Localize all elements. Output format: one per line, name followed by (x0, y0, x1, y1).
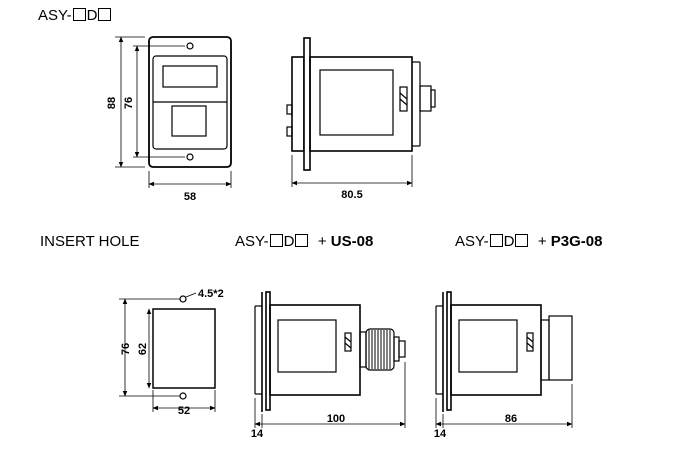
dim-hole-height-inner: 62 (137, 343, 149, 355)
hole-circle-icon (179, 295, 187, 303)
dim-front-height-inner: 76 (123, 97, 135, 109)
dim-p3g08-panel: 14 (434, 428, 447, 440)
mounting-hole-icon (186, 42, 194, 50)
dim-us08-depth: 100 (327, 413, 345, 425)
dim-p3g08-depth: 86 (505, 413, 517, 425)
mounting-hole-icon (186, 153, 194, 161)
hole-circle-icon (179, 392, 187, 400)
side-view (286, 37, 436, 187)
dim-front-width: 58 (184, 191, 196, 203)
title-model-front-side: ASY-D (38, 7, 112, 24)
us08-assembly-view (254, 291, 406, 428)
blank-box-icon (72, 8, 86, 21)
title-model-with-p3g08: ASY-D + P3G-08 (455, 233, 603, 250)
p3g08-assembly-view (435, 291, 573, 428)
dim-hole-height-outer: 76 (120, 343, 132, 355)
insert-hole-view (119, 292, 216, 412)
blank-box-icon (295, 234, 309, 247)
dim-us08-panel: 14 (251, 428, 264, 440)
dim-side-depth: 80.5 (341, 189, 362, 201)
blank-box-icon (515, 234, 529, 247)
dim-hole-diameter: 4.5*2 (198, 288, 224, 300)
blank-box-icon (489, 234, 503, 247)
title-insert-hole: INSERT HOLE (40, 233, 140, 250)
front-view (115, 36, 232, 188)
blank-box-icon (269, 234, 283, 247)
title-model-with-us08: ASY-D + US-08 (235, 233, 374, 250)
blank-box-icon (98, 8, 112, 21)
dim-front-height-outer: 88 (106, 97, 118, 109)
dim-hole-width: 52 (178, 405, 190, 417)
